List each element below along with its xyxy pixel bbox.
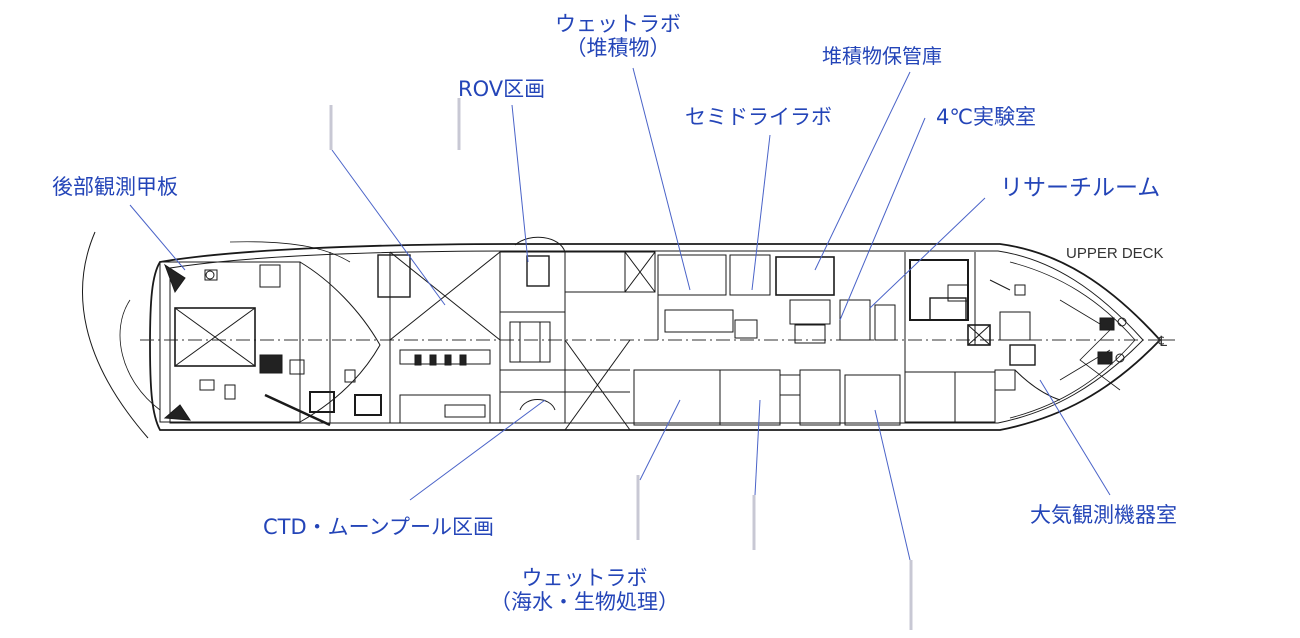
centerline-mark: ℄ xyxy=(1157,334,1167,350)
label-atmos-room: 大気観測機器室 xyxy=(1030,503,1177,527)
label-wet-lab-sediment-line2: （堆積物） xyxy=(565,36,671,61)
label-wet-lab-sediment: ウェットラボ （堆積物） xyxy=(555,12,681,60)
label-wet-lab-sediment-line1: ウェットラボ xyxy=(555,12,681,36)
label-sediment-storage: 堆積物保管庫 xyxy=(822,44,942,68)
aft-deck-area xyxy=(159,261,382,427)
label-ctd-moonpool: CTD・ムーンプール区画 xyxy=(263,515,494,539)
label-wet-lab-seawater: ウェットラボ （海水・生物処理） xyxy=(490,566,679,614)
label-upper-deck: UPPER DECK xyxy=(1066,245,1164,262)
mid-section xyxy=(329,236,656,431)
blur-strokes xyxy=(329,98,913,630)
label-wet-lab-seawater-line2: （海水・生物処理） xyxy=(490,590,679,615)
label-4c-lab: 4℃実験室 xyxy=(936,105,1036,129)
hull-outline xyxy=(82,231,1162,439)
label-wet-lab-seawater-line1: ウェットラボ xyxy=(521,566,648,590)
label-aft-deck: 後部観測甲板 xyxy=(52,175,178,199)
label-semi-dry-lab: セミドライラボ xyxy=(685,105,832,129)
label-research-room: リサーチルーム xyxy=(1000,175,1161,201)
label-rov-section: ROV区画 xyxy=(458,77,546,101)
labs-lower xyxy=(633,317,1127,426)
leader-lines xyxy=(129,67,1111,561)
labs-upper xyxy=(657,252,1031,420)
